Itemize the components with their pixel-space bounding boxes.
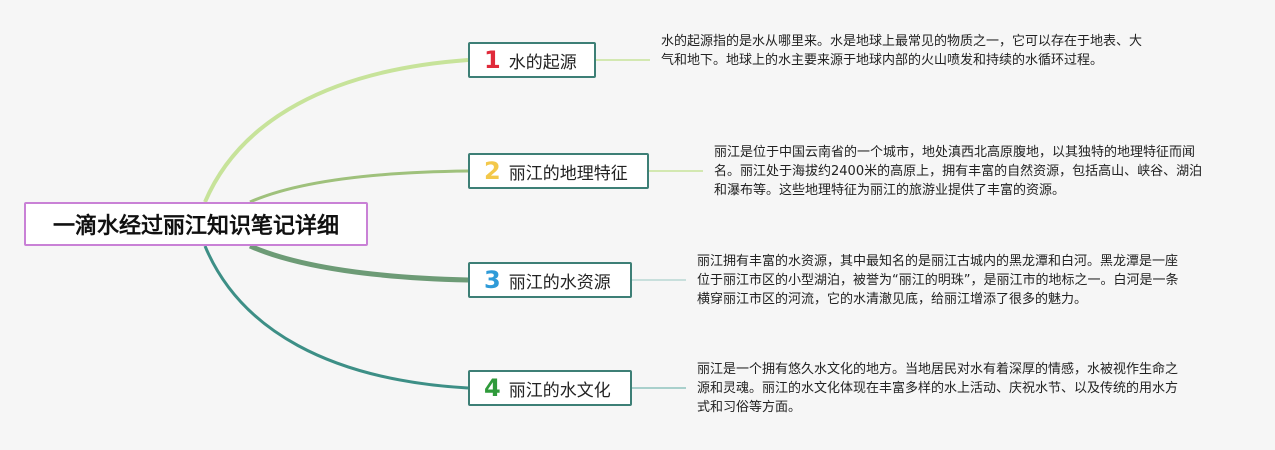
topic-node-2[interactable]: 2 丽江的地理特征 xyxy=(468,153,649,189)
branch-1 xyxy=(203,58,469,203)
number-3-icon: 3 xyxy=(484,266,501,294)
topic-node-4[interactable]: 4 丽江的水文化 xyxy=(468,370,632,406)
topic-description-3: 丽江拥有丰富的水资源，其中最知名的是丽江古城内的黑龙潭和白河。黑龙潭是一座位于丽… xyxy=(697,254,1179,307)
branch-4 xyxy=(203,245,469,390)
number-4-icon: 4 xyxy=(484,374,501,402)
branch-2 xyxy=(249,169,469,204)
topic-label-4: 丽江的水文化 xyxy=(508,380,611,401)
topic-label-3: 丽江的水资源 xyxy=(508,272,611,293)
root-title: 一滴水经过丽江知识笔记详细 xyxy=(52,214,339,239)
topic-node-1[interactable]: 1 水的起源 xyxy=(468,42,596,78)
number-1-icon: 1 xyxy=(484,46,501,74)
topic-label-1: 水的起源 xyxy=(508,52,577,73)
topic-label-2: 丽江的地理特征 xyxy=(508,163,628,184)
topic-description-2: 丽江是位于中国云南省的一个城市，地处滇西北高原腹地，以其独特的地理特征而闻名。丽… xyxy=(714,145,1203,198)
number-2-icon: 2 xyxy=(484,157,501,185)
topic-description-4: 丽江是一个拥有悠久水文化的地方。当地居民对水有着深厚的情感，水被视作生命之源和灵… xyxy=(697,362,1179,415)
root-node[interactable]: 一滴水经过丽江知识笔记详细 xyxy=(24,202,368,246)
topic-node-3[interactable]: 3 丽江的水资源 xyxy=(468,262,632,298)
branch-3 xyxy=(248,243,469,283)
topic-description-1: 水的起源指的是水从哪里来。水是地球上最常见的物质之一，它可以存在于地表、大气和地… xyxy=(661,34,1143,68)
